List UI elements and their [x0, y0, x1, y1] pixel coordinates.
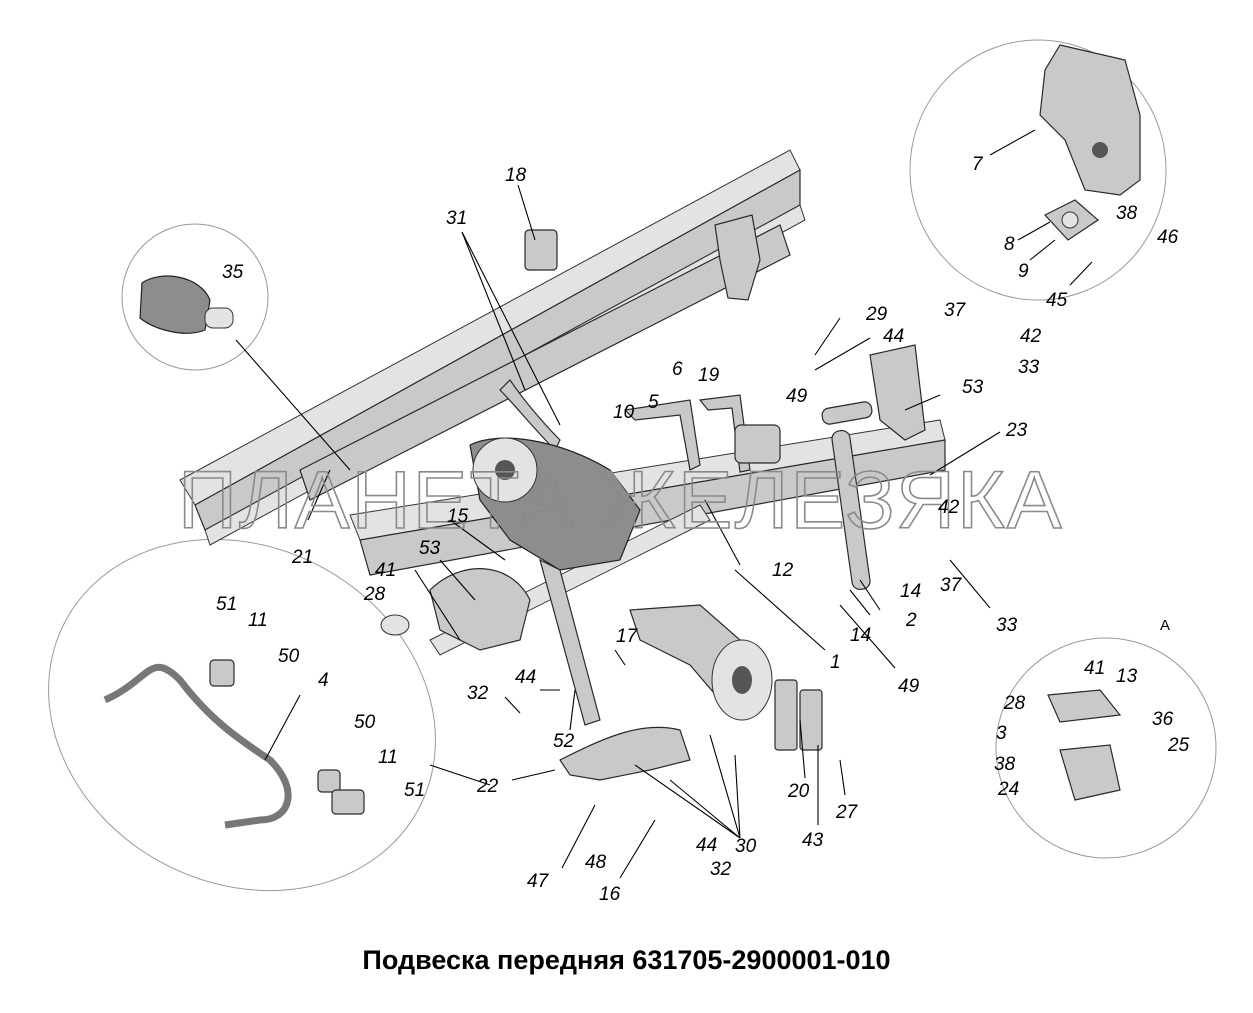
inset-bushing-circle	[121, 223, 269, 371]
callout-label: 49	[898, 676, 920, 697]
callout-label: 6	[672, 359, 683, 380]
callout-label: 10	[613, 402, 635, 423]
callout-label: 43	[802, 830, 824, 851]
callout-label: 17	[616, 626, 639, 647]
inset-stabilizer-ellipse	[48, 538, 436, 892]
callout-label: 51	[404, 780, 425, 801]
callout-label: 3	[996, 723, 1007, 744]
callout-label: 21	[291, 547, 313, 568]
callout-label: 44	[883, 326, 904, 347]
callout-label: 2	[905, 610, 917, 631]
callout-label: 38	[1116, 203, 1138, 224]
callout-label: 44	[515, 667, 536, 688]
callout-label: 37	[944, 300, 967, 321]
spring-and-axle	[380, 344, 926, 781]
callout-label: 18	[505, 165, 527, 186]
callout-label: 48	[585, 852, 607, 873]
plate-inset-parts	[1047, 689, 1122, 801]
callout-label: 11	[248, 610, 268, 631]
callout-label: 27	[835, 802, 859, 823]
callout-label: 19	[698, 365, 720, 386]
bracket-inset-parts	[1039, 44, 1141, 241]
callout-label: 53	[962, 377, 984, 398]
callout-label: 9	[1018, 261, 1029, 282]
callout-label: 28	[363, 584, 386, 605]
callout-label: 4	[318, 670, 329, 691]
callout-label: 52	[553, 731, 575, 752]
callout-label: 20	[787, 781, 810, 802]
callout-label: 41	[1084, 658, 1105, 679]
callout-label: 50	[354, 712, 376, 733]
callout-label: 1	[830, 652, 841, 673]
callout-label: 42	[938, 497, 960, 518]
callout-label: 35	[222, 262, 244, 283]
callout-label: 15	[447, 506, 469, 527]
leader-lines	[235, 129, 1093, 879]
callout-label: 28	[1003, 693, 1026, 714]
callout-label: 45	[1046, 290, 1068, 311]
callout-label: 41	[375, 560, 396, 581]
inset-bracket-circle	[909, 39, 1167, 301]
callout-label: 24	[997, 779, 1019, 800]
callout-label: 5	[648, 392, 659, 413]
callout-label: 30	[735, 836, 757, 857]
inset-plate-circle	[995, 637, 1217, 859]
callout-label: 49	[786, 386, 808, 407]
diagram-caption: Подвеска передняя 631705-2900001-010	[362, 945, 891, 975]
callout-label: 46	[1157, 227, 1179, 248]
callout-label: 22	[476, 776, 499, 797]
callout-label: 29	[865, 304, 888, 325]
callout-label: 12	[772, 560, 794, 581]
callout-label: 13	[1116, 666, 1138, 687]
callout-label: 11	[378, 747, 398, 768]
callout-label: 25	[1167, 735, 1190, 756]
bushing-inset-parts	[139, 275, 234, 334]
callout-label: 16	[599, 884, 621, 905]
callout-label: 7	[972, 154, 984, 175]
callout-label: 33	[996, 615, 1018, 636]
callout-label: 42	[1020, 326, 1042, 347]
callout-label: 38	[994, 754, 1016, 775]
watermark-text: ПЛАНЕТА ЖЕЛЕЗЯКА	[178, 455, 1064, 546]
callout-label: 8	[1004, 234, 1015, 255]
callout-label: 33	[1018, 357, 1040, 378]
callout-label: 14	[900, 581, 921, 602]
callout-label: 14	[850, 625, 871, 646]
callout-label: 37	[940, 575, 963, 596]
callout-label: 50	[278, 646, 300, 667]
part-callouts: 1 2 3 4 5 6 7 8 9 10 11 11 12 13 14 14 1…	[216, 154, 1190, 905]
callout-label: 36	[1152, 709, 1174, 730]
inset-marker-a: A	[1160, 617, 1170, 634]
callout-label: 31	[446, 208, 467, 229]
callout-label: 47	[527, 871, 550, 892]
stabilizer-inset-parts	[103, 659, 365, 829]
callout-label: 32	[467, 683, 489, 704]
callout-label: 32	[710, 859, 732, 880]
frame-assembly	[179, 149, 946, 656]
callout-label: 51	[216, 594, 237, 615]
callout-label: 23	[1005, 420, 1028, 441]
callout-label: 53	[419, 538, 441, 559]
callout-label: 44	[696, 835, 717, 856]
